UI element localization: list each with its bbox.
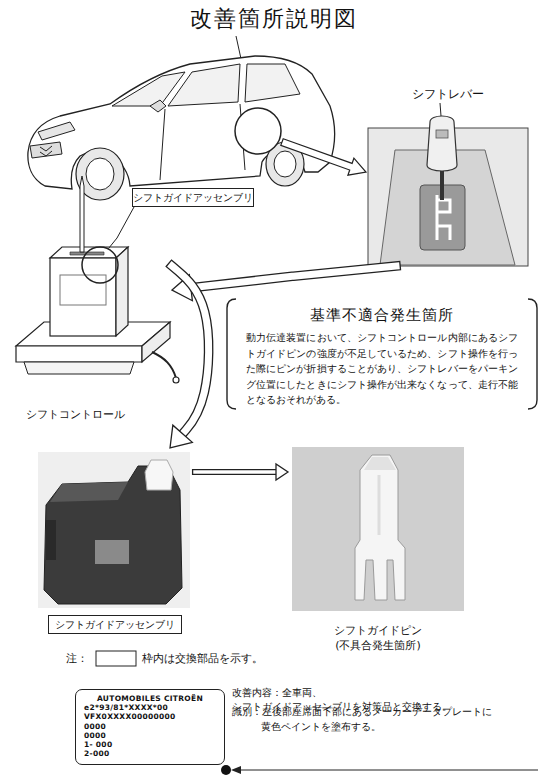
connector-arrow [172, 266, 396, 301]
connector-arrow [195, 464, 288, 480]
knob-button [436, 130, 448, 138]
part-drawing: シフトコントロール [12, 238, 172, 422]
car-window [168, 64, 240, 106]
leader-line [109, 238, 118, 249]
leader-line [117, 207, 134, 238]
part-label: シフトコントロール [26, 407, 125, 422]
arrow-outline [172, 266, 209, 435]
cable [152, 352, 176, 378]
assembly-photo [38, 452, 190, 608]
part-label-boxed: シフトガイドアッセンブリ [48, 615, 182, 634]
note-text: 枠内は交換部品を示す。 [142, 651, 263, 666]
car-grille [30, 142, 62, 158]
car-door-line [160, 109, 165, 180]
plate-text: 0000 [84, 722, 216, 731]
arrow-fill [189, 266, 396, 288]
part-label: シフトレバー [368, 86, 528, 102]
arrow-fill [172, 266, 209, 435]
identification-text: 識別：左後部座席面下部にあるメーカーデータプレートに 黄色ペイントを塗布する。 [232, 704, 547, 734]
arrow-head [276, 464, 288, 480]
car-mirror [150, 100, 166, 112]
plate-text: VFX0XXXX00000000 [84, 712, 216, 721]
arrow-fill [195, 470, 278, 474]
plate-text: 2-000 [84, 749, 216, 758]
photo-background [38, 452, 190, 608]
bracket-mark [528, 299, 537, 409]
arrow-head [172, 275, 192, 301]
bracket-outline [222, 296, 542, 412]
photo-panel: シフトガイドピン (不具合発生箇所) [288, 443, 468, 653]
tower-detail [60, 275, 106, 305]
assembly-top [50, 482, 128, 502]
car-body [28, 56, 335, 189]
defect-note-band: 基準不適合発生箇所動力伝達装置において、シフトコントロール内部にあるシフトガイド… [222, 296, 542, 412]
leader-line [440, 103, 441, 116]
base-step [24, 362, 134, 374]
photo-panel: シフトレバー [368, 86, 528, 266]
page-title: 改善箇所説明図 [0, 4, 547, 34]
guide-pin-cap [364, 457, 396, 470]
assembly-tab [46, 520, 56, 560]
guide-pin-top [145, 460, 173, 490]
car-rim [86, 158, 114, 190]
base-front [16, 346, 142, 362]
note-body: 動力伝達装置において、シフトコントロール内部にあるシフトガイドピンの強度が不足し… [246, 330, 518, 408]
arrow-head [231, 766, 241, 774]
car-emblem [40, 146, 52, 156]
plate-text: 0000 [84, 731, 216, 740]
detail-circle [82, 247, 118, 283]
cable-end [173, 377, 179, 383]
part-label: シフトガイドピン (不具合発生箇所) [317, 623, 439, 653]
plate-text: AUTOMOBILES CITROËN [84, 694, 216, 703]
arrow-outline [189, 266, 396, 288]
lever-rod [80, 176, 84, 252]
arrow-head [170, 425, 192, 448]
part-label-box: シフトガイドアッセンブリ [132, 188, 254, 207]
car-illustration [28, 36, 366, 200]
part-label: シフトガイドアッセンブリ [133, 189, 253, 206]
car-rim [274, 151, 296, 177]
arrow-outline [195, 469, 278, 475]
pin-photo [292, 447, 464, 611]
photo-background [292, 447, 464, 611]
paint-dot [221, 765, 231, 775]
note-label: 注： [66, 651, 88, 666]
leader-line [238, 770, 538, 771]
connector-arrow [170, 266, 209, 448]
pin-shading [378, 475, 381, 535]
plate-text: e2*93/81*XXXX*00 [84, 703, 216, 712]
shift-lever-photo [368, 103, 528, 266]
photo-panel: シフトガイドアッセンブリ [35, 448, 195, 636]
data-plate: AUTOMOBILES CITROËNe2*93/81*XXXX*00VFX0X… [75, 689, 225, 765]
bracket-mark [227, 299, 236, 409]
note-heading: 基準不適合発生箇所 [246, 304, 518, 326]
connector-line [117, 207, 134, 238]
detail-circle [235, 108, 281, 154]
car-window [245, 64, 300, 102]
hollow-arrow [281, 139, 366, 176]
assembly-window [95, 540, 129, 564]
shift-gate [437, 195, 450, 240]
guide-pin [355, 455, 405, 600]
plate-text: 1- 000 [84, 740, 216, 749]
base-side [142, 322, 170, 362]
shift-control-drawing [16, 176, 179, 383]
car-headlight [38, 122, 75, 140]
lever-knob [427, 116, 457, 171]
note-box-sample [96, 651, 136, 666]
